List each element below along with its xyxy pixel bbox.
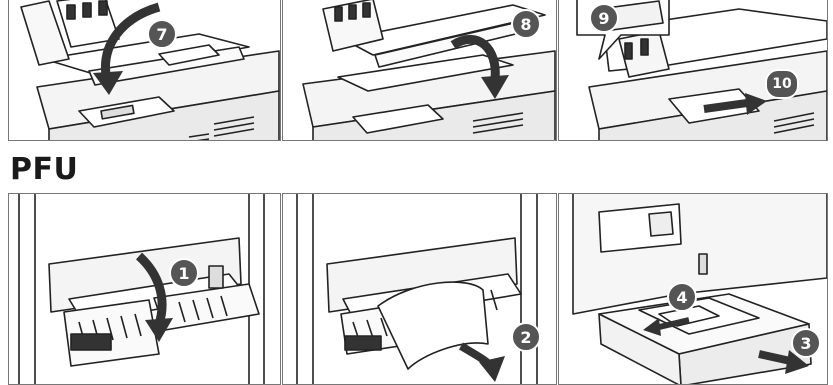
step-4-badge: 4 bbox=[667, 282, 697, 312]
section-title: PFU bbox=[10, 153, 78, 187]
step-3-number: 3 bbox=[800, 334, 811, 353]
step-3-badge: 3 bbox=[791, 328, 821, 358]
pfu-step-2-panel: 2 bbox=[282, 193, 557, 385]
step-8-number: 8 bbox=[520, 15, 531, 34]
step-1-badge: 1 bbox=[169, 258, 199, 288]
step-4-number: 4 bbox=[676, 288, 687, 307]
step-9-badge: 9 bbox=[589, 3, 619, 33]
step-10-badge: 10 bbox=[765, 69, 799, 99]
step-7-badge: 7 bbox=[147, 19, 177, 49]
step-2-number: 2 bbox=[520, 328, 531, 347]
step-2-badge: 2 bbox=[511, 322, 541, 352]
pfu-remove-paper-illustration bbox=[283, 194, 557, 385]
pfu-step-3-4-panel: 4 3 bbox=[558, 193, 828, 385]
step-1-number: 1 bbox=[178, 264, 189, 283]
radf-step-9-10-panel: 9 10 bbox=[558, 0, 828, 141]
radf-step-8-panel: 8 bbox=[282, 0, 557, 141]
pfu-open-cover-illustration bbox=[9, 194, 281, 385]
step-8-badge: 8 bbox=[511, 9, 541, 39]
pfu-step-1-panel: 1 bbox=[8, 193, 281, 385]
step-9-number: 9 bbox=[598, 9, 609, 28]
radf-open-illustration bbox=[9, 0, 281, 141]
radf-step-7-panel: 7 bbox=[8, 0, 281, 141]
step-10-number: 10 bbox=[772, 76, 791, 92]
step-7-number: 7 bbox=[156, 25, 167, 44]
